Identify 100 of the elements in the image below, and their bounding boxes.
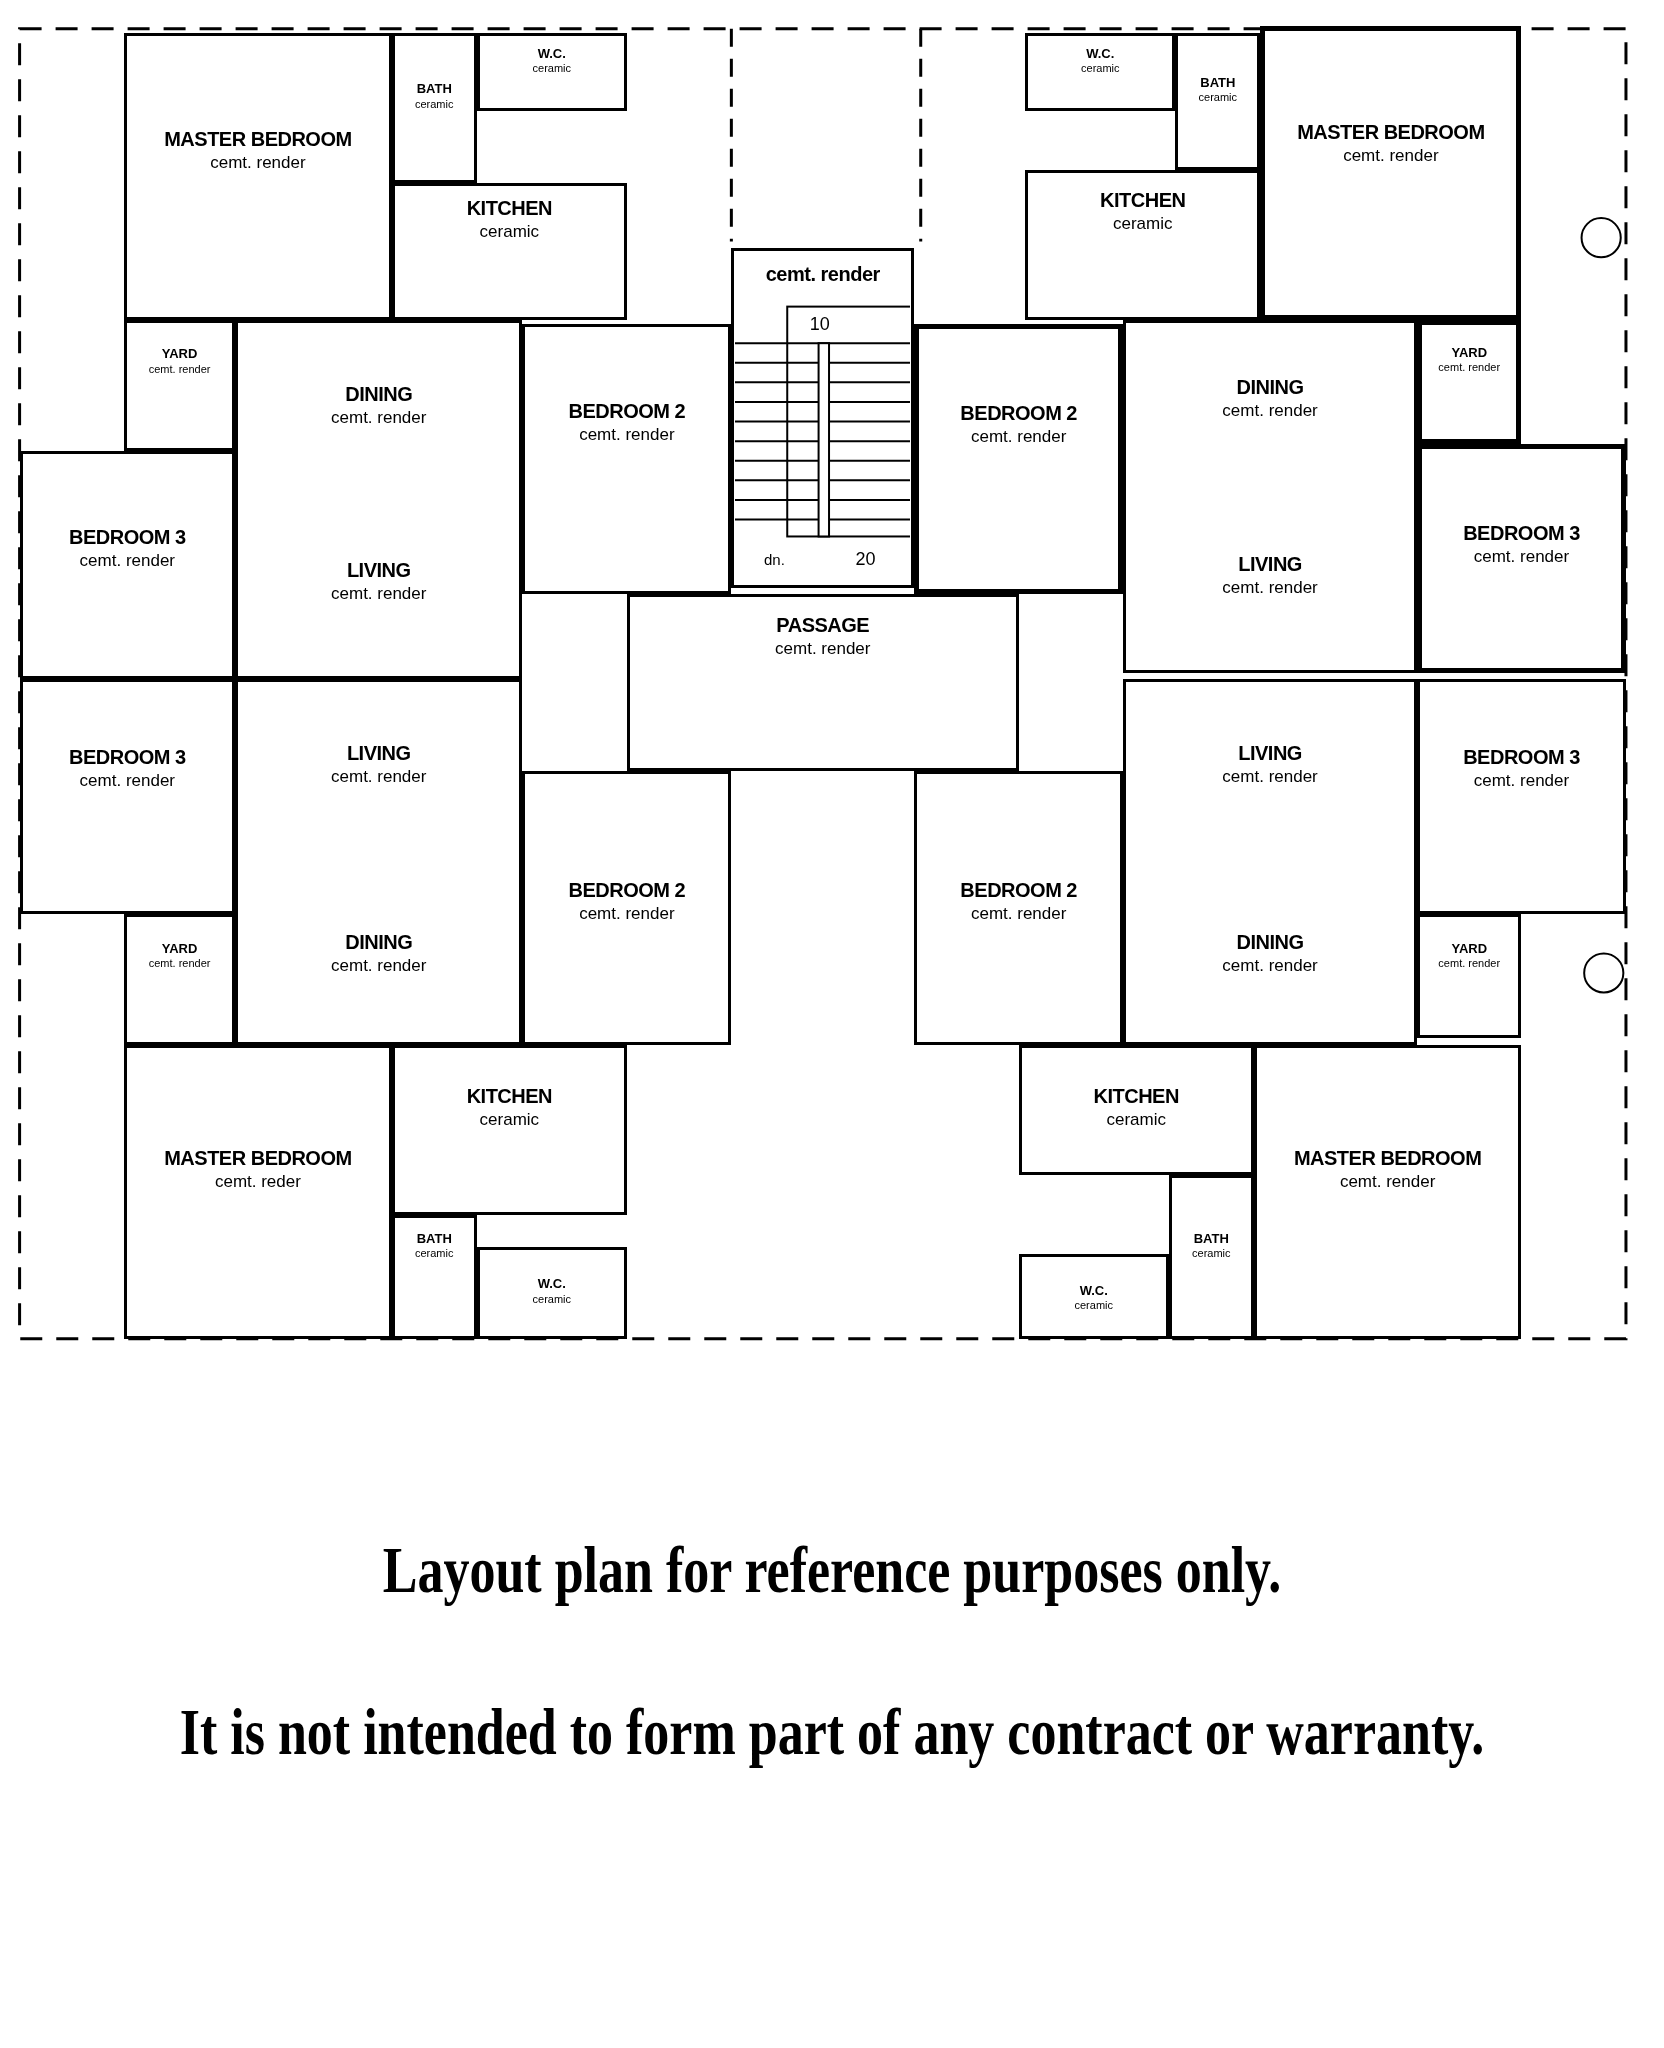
room-outline (1417, 679, 1626, 915)
room-name: W.C. (1079, 1282, 1108, 1300)
step-number: 20 (855, 547, 876, 571)
room-outline (914, 770, 1124, 1045)
finish-note: cemt. render (1473, 545, 1570, 568)
finish-note: cemt. render (1438, 956, 1501, 971)
room-outline (522, 770, 732, 1045)
room-name: BEDROOM 3 (69, 744, 186, 770)
finish-note: cemt. render (1222, 576, 1318, 598)
finish-note: ceramic (532, 62, 572, 77)
room-outline (914, 323, 1124, 595)
room-outline (1175, 32, 1261, 170)
finish-note: ceramic (1113, 213, 1173, 235)
room-outline (1025, 32, 1176, 111)
room-outline (1260, 26, 1522, 320)
room-name: KITCHEN (466, 196, 553, 222)
room-outline (235, 319, 523, 680)
finish-note: cemt. render (1222, 400, 1318, 422)
disclaimer-note: Layout plan for reference purposes only. (382, 1538, 1282, 1604)
room-name: BATH (416, 81, 452, 98)
finish-note: ceramic (1081, 62, 1120, 77)
room-outline (235, 679, 523, 1045)
room-name: cemt. render (765, 261, 880, 287)
room-name: BEDROOM 2 (960, 878, 1077, 903)
finish-note: cemt. render (970, 903, 1067, 925)
finish-note: cemt. render (1339, 1170, 1436, 1192)
finish-note: ceramic (479, 1109, 540, 1131)
room-outline (391, 1214, 477, 1339)
finish-note: ceramic (532, 1292, 572, 1307)
room-name: W.C. (537, 46, 566, 63)
room-name: LIVING (346, 558, 411, 584)
direction-note: dn. (764, 549, 785, 570)
room-outline (476, 32, 627, 111)
room-outline (522, 323, 732, 595)
room-outline (391, 32, 477, 183)
room-name: PASSAGE (776, 612, 870, 638)
room-name: KITCHEN (1100, 188, 1186, 214)
room-name: MASTER BEDROOM (1297, 119, 1485, 145)
room-name: YARD (161, 346, 198, 363)
finish-note: ceramic (414, 97, 454, 112)
room-name: LIVING (346, 740, 411, 766)
room-outline (1018, 1253, 1169, 1339)
room-name: YARD (161, 940, 198, 957)
room-name: BEDROOM 3 (1463, 520, 1580, 546)
room-outline (124, 914, 236, 1045)
finish-note: ceramic (479, 221, 540, 243)
room-outline (124, 32, 392, 320)
room-outline (19, 450, 236, 680)
room-name: KITCHEN (1093, 1084, 1179, 1110)
room-name: W.C. (537, 1276, 566, 1293)
finish-note: cemt. render (331, 955, 427, 977)
finish-note: ceramic (1198, 91, 1238, 105)
room-outline (1417, 444, 1626, 673)
finish-note: cemt. render (579, 423, 675, 445)
room-name: YARD (1451, 344, 1488, 361)
room-name: LIVING (1238, 551, 1302, 577)
room-name: MASTER BEDROOM (164, 127, 352, 153)
finish-note: cemt. render (331, 765, 427, 788)
finish-note: cemt. render (79, 769, 176, 792)
finish-note: cemt. render (1343, 144, 1439, 167)
finish-note: cemt. render (148, 956, 211, 971)
finish-note: cemt. render (579, 903, 675, 925)
room-name: DINING (345, 930, 413, 956)
room-outline (1123, 679, 1417, 1045)
room-outline (1123, 319, 1417, 673)
finish-note: ceramic (1106, 1109, 1166, 1131)
finish-note: cemt. reder (214, 1170, 301, 1192)
finish-note: cemt. render (331, 406, 427, 428)
room-outline (124, 319, 236, 451)
room-name: DINING (1236, 375, 1304, 401)
finish-note: cemt. render (1473, 769, 1570, 792)
finish-note: cemt. render (79, 550, 176, 572)
room-name: DINING (345, 381, 413, 407)
room-outline (19, 679, 236, 915)
room-outline (1018, 1044, 1254, 1176)
finish-note: cemt. render (148, 362, 211, 377)
finish-note: cemt. render (331, 583, 427, 605)
room-name: BATH (1193, 1230, 1229, 1247)
room-name: BEDROOM 2 (568, 398, 686, 424)
room-name: BEDROOM 2 (568, 878, 686, 903)
step-number: 10 (809, 312, 830, 336)
room-name: YARD (1451, 940, 1488, 957)
room-name: MASTER BEDROOM (164, 1145, 352, 1171)
room-outline (124, 1044, 392, 1339)
finish-note: ceramic (1192, 1246, 1231, 1261)
disclaimer-note: It is not intended to form part of any contract or warranty. (179, 1700, 1485, 1766)
room-name: BATH (1200, 74, 1236, 92)
room-name: LIVING (1238, 740, 1302, 766)
finish-note: cemt. render (775, 637, 871, 660)
room-outline (1253, 1044, 1522, 1339)
room-name: BEDROOM 3 (1463, 744, 1580, 770)
room-outline (626, 594, 1019, 771)
room-name: BEDROOM 3 (69, 525, 186, 551)
room-name: KITCHEN (466, 1084, 553, 1110)
room-name: W.C. (1086, 46, 1115, 63)
finish-note: cemt. render (1222, 955, 1318, 977)
room-name: DINING (1236, 930, 1304, 956)
room-name: BATH (416, 1230, 452, 1247)
room-outline (391, 1044, 627, 1215)
room-outline (391, 182, 627, 320)
